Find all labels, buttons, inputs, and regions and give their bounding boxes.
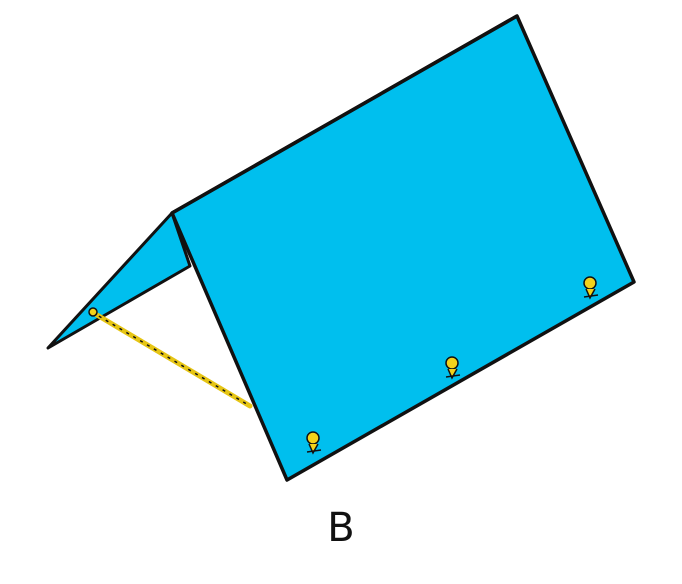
rope-knot-left <box>88 307 98 317</box>
guy-rope <box>89 309 253 409</box>
tent-ridge <box>171 14 518 215</box>
tent-back-panel <box>46 211 192 350</box>
tent-front-panel <box>170 14 636 482</box>
tent-peg-loop-right <box>583 276 599 300</box>
figure-label: B <box>327 505 355 551</box>
tent-peg-loop-middle <box>445 356 461 380</box>
tent-peg-loop-left <box>306 431 322 455</box>
